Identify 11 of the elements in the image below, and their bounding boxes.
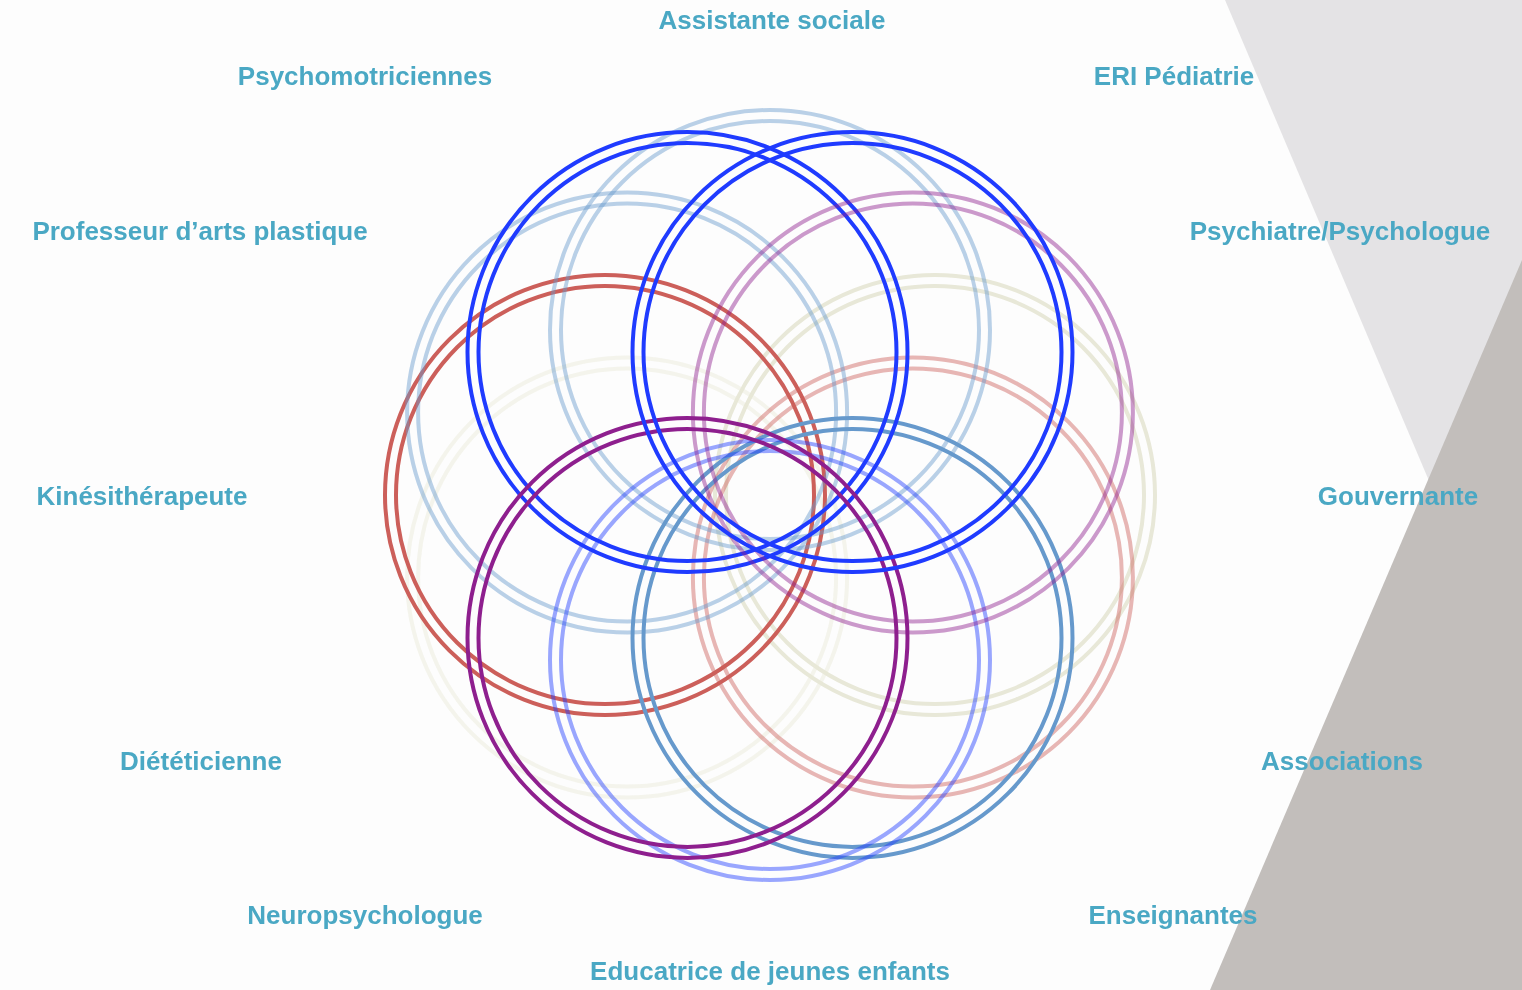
role-label: Educatrice de jeunes enfants	[590, 955, 950, 987]
role-label: Gouvernante	[1317, 480, 1479, 512]
role-label: Psychiatre/Psychologue	[1189, 215, 1491, 247]
role-label: Psychomotriciennes	[237, 60, 493, 92]
role-label: Assistante sociale	[658, 4, 886, 36]
role-label: Diététicienne	[120, 745, 282, 777]
role-label: Neuropsychologue	[247, 899, 483, 931]
role-label: Professeur d’arts plastique	[32, 215, 368, 247]
role-label: ERI Pédiatrie	[1093, 60, 1255, 92]
role-label: Enseignantes	[1088, 899, 1258, 931]
role-label: Kinésithérapeute	[36, 480, 248, 512]
